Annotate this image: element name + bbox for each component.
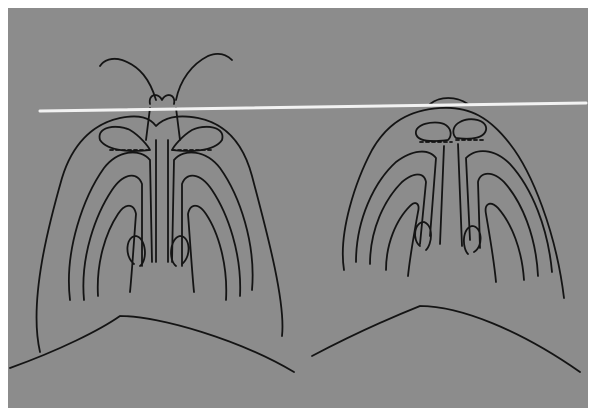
photo-background: [8, 8, 588, 408]
